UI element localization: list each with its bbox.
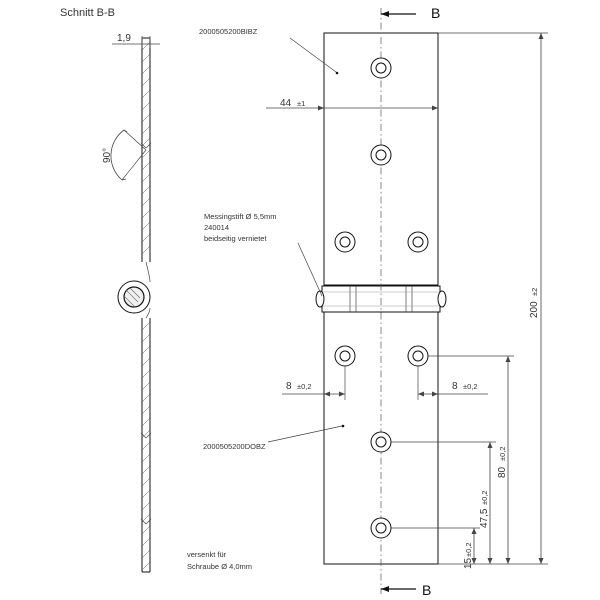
hole [370, 517, 392, 539]
dim-width: 44 ±1 [266, 98, 438, 111]
svg-text:±0,2: ±0,2 [464, 542, 473, 557]
dim-hole-offset-right: 8 ±0,2 [417, 366, 488, 400]
dim-47-5: 47,5 ±0,2 [479, 442, 493, 564]
hole [334, 345, 356, 367]
svg-text:90°: 90° [102, 148, 113, 163]
svg-text:±0,2: ±0,2 [498, 446, 507, 461]
hole [370, 57, 392, 79]
svg-text:8: 8 [286, 381, 292, 392]
part-number-lower: 2000505200DOBZ [203, 424, 345, 451]
svg-text:±0,2: ±0,2 [297, 382, 312, 391]
dim-height: 200 ±2 [529, 33, 544, 564]
section-mark-bottom: B [381, 582, 431, 598]
pin-note: Messingstift Ø 5,5mm 240014 beidseitig v… [204, 212, 323, 297]
dim-angle: 90° [102, 129, 147, 181]
svg-text:8: 8 [452, 381, 458, 392]
svg-text:B: B [431, 5, 440, 21]
svg-text:2000505200BIBZ: 2000505200BIBZ [199, 27, 258, 36]
svg-text:15: 15 [463, 557, 474, 569]
hole [334, 231, 356, 253]
svg-text:±1: ±1 [297, 99, 305, 108]
svg-text:±0,2: ±0,2 [480, 490, 489, 505]
hole [407, 345, 429, 367]
dim-15: 15 ±0,2 [463, 528, 477, 569]
pin-head-left [315, 290, 325, 308]
extension-lines [391, 32, 548, 565]
hole [370, 431, 392, 453]
section-mark-top: B [381, 5, 440, 21]
svg-text:240014: 240014 [204, 223, 229, 232]
hole [407, 231, 429, 253]
svg-text:2000505200DOBZ: 2000505200DOBZ [203, 442, 266, 451]
svg-text:1,9: 1,9 [117, 33, 131, 44]
section-view [117, 37, 152, 573]
pin-head-right [437, 290, 447, 308]
pin-section [123, 286, 145, 308]
svg-text:Schraube Ø 4,0mm: Schraube Ø 4,0mm [187, 562, 252, 571]
svg-text:versenkt für: versenkt für [187, 550, 227, 559]
svg-text:±0,2: ±0,2 [463, 382, 478, 391]
hole [370, 144, 392, 166]
dim-hole-offset-left: 8 ±0,2 [282, 366, 346, 400]
svg-text:beidseitig vernietet: beidseitig vernietet [204, 234, 267, 243]
screw-note: versenkt für Schraube Ø 4,0mm [187, 550, 252, 571]
section-hatching [141, 41, 151, 571]
svg-text:B: B [422, 582, 431, 598]
dim-80: 80 ±0,2 [497, 356, 511, 564]
svg-text:44: 44 [280, 98, 292, 109]
section-title: Schnitt B-B [60, 7, 115, 19]
svg-text:80: 80 [497, 466, 508, 478]
svg-text:200: 200 [529, 301, 540, 318]
svg-text:47,5: 47,5 [479, 508, 490, 528]
part-number-upper: 2000505200BIBZ [199, 27, 339, 75]
mounting-holes [334, 57, 429, 539]
svg-text:Messingstift Ø 5,5mm: Messingstift Ø 5,5mm [204, 212, 277, 221]
dim-thickness: 1,9 [112, 33, 160, 48]
hinge-front-view [315, 8, 447, 594]
svg-text:±2: ±2 [530, 288, 539, 296]
